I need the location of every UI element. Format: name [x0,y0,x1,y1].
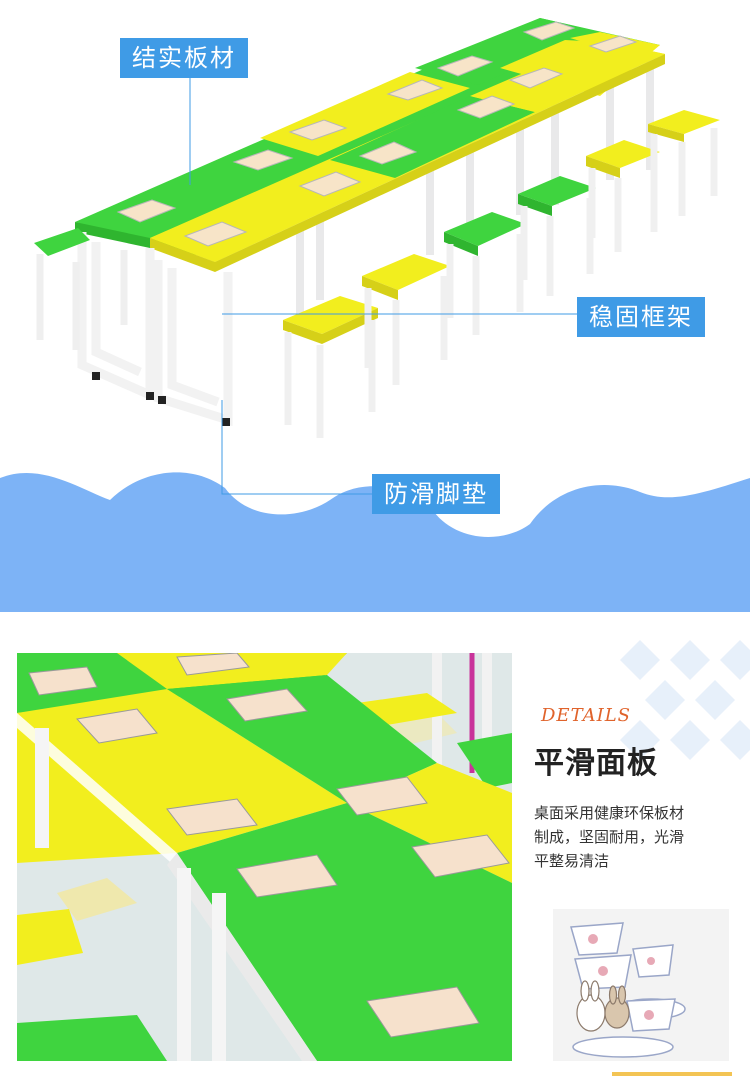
cloud-band [0,472,750,612]
hero-illustration [0,18,750,612]
callout-material: 结实板材 [120,38,248,78]
table-frame-front [77,232,233,427]
bench-left [34,228,90,256]
description-line: 桌面采用健康环保板材 [534,804,685,822]
diamond-pattern [620,640,750,760]
hero-section: 结实板材 稳固框架 防滑脚垫 [0,18,750,612]
description-line: 制成，坚固耐用，光滑 [534,828,685,846]
table-feet [92,372,230,426]
gold-accent-bar [612,1072,732,1076]
books [116,21,638,247]
stools [283,110,720,438]
details-eyebrow: DETAILS [541,705,631,726]
teacup-illustration [553,909,729,1061]
description-line: 平整易清洁 [534,852,610,870]
callout-frame: 稳固框架 [577,297,705,337]
panel-title: 平滑面板 [534,746,658,781]
leader-lines [189,58,577,495]
detail-photo [17,653,512,1061]
callout-feet: 防滑脚垫 [372,474,500,514]
panel-description: 桌面采用健康环保板材 制成，坚固耐用，光滑 平整易清洁 [534,801,724,873]
